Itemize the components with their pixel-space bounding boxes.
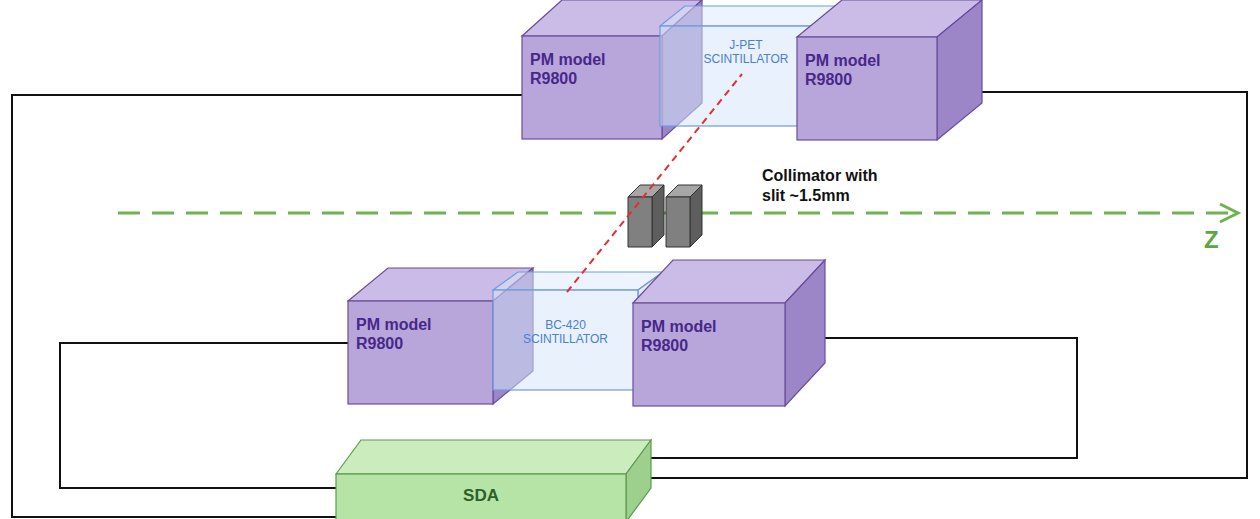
box-top-face [336,440,651,474]
scintillator-name: J-PET SCINTILLATOR [691,38,801,67]
photomultiplier-box: PM model R9800 [348,301,493,404]
box-front-face [493,290,638,390]
scintillator-strip: BC-420 SCINTILLATOR [493,290,638,390]
axis-label: Z [1204,230,1219,250]
photomultiplier-box: PM model R9800 [522,36,662,139]
device-name: PM model R9800 [641,317,731,355]
sda-oscilloscope-box: SDA [336,474,626,519]
box-front-face [522,36,662,139]
device-name: PM model R9800 [530,50,620,88]
photomultiplier-box: PM model R9800 [633,303,785,406]
box-front-face [633,303,785,406]
gamma-ray-line [567,74,742,292]
box-side-face [785,260,825,406]
box-side-face [937,0,982,140]
box-front-face [348,301,493,404]
collimator-block [666,185,702,247]
box-front-face [336,474,626,519]
device-name: PM model R9800 [356,315,446,353]
box-top-face [493,272,663,290]
signal-cable [60,343,348,488]
scintillator-name: BC-420 SCINTILLATOR [511,318,621,347]
box-front-face [797,37,937,140]
collimator-block [628,185,664,247]
device-name: PM model R9800 [805,51,895,89]
device-name: SDA [463,486,499,506]
photomultiplier-box: PM model R9800 [797,37,937,140]
box-side-face [626,440,651,519]
collimator-label: Collimator with slit ~1.5mm [762,166,892,206]
